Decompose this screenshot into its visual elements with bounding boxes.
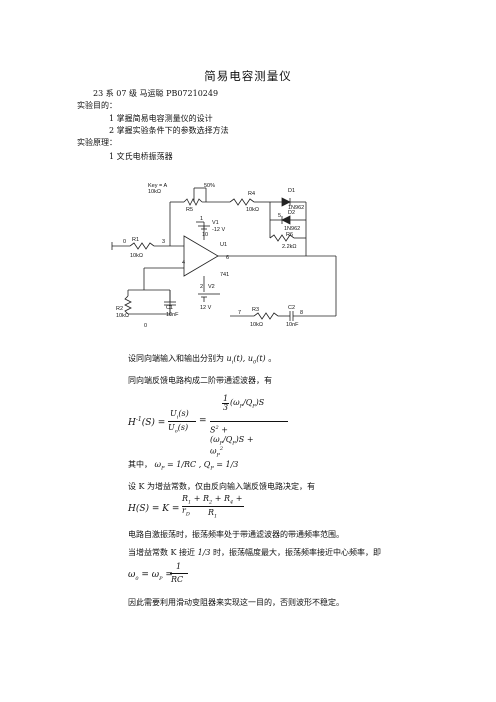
formula-h-k: H(S) = K = R1 + R2 + R4 + rD R1 (128, 494, 244, 520)
para-2: 同向端反馈电路构成二阶带通滤波器，有 (128, 376, 272, 385)
node-10: 10 (202, 232, 208, 238)
r2-value: 10kΩ (116, 313, 129, 319)
r1-label: R1 (132, 237, 139, 243)
c1-label: C1 (166, 305, 173, 311)
node-3: 3 (162, 239, 165, 245)
node-0-bottom: 0 (144, 323, 147, 329)
node-0: 0 (123, 239, 126, 245)
c2-label: C2 (288, 305, 295, 311)
r5-percent: 50% (204, 183, 215, 189)
para-7: 因此需要利用滑动变阻器来实现这一目的，否则波形不稳定。 (128, 598, 344, 607)
node-7: 7 (238, 310, 241, 316)
v2-label: V2 (208, 284, 215, 290)
math-omega-q: ωP = 1/RC , QP = 1/3 (154, 460, 239, 472)
node-2: 2 (200, 284, 203, 290)
d2-part: 1N962 (284, 226, 300, 232)
r1-value: 10kΩ (130, 253, 143, 259)
r6-value: 2.2kΩ (282, 244, 297, 250)
aim-heading: 实验目的： (77, 101, 117, 110)
r5-value: 10kΩ (148, 189, 161, 195)
para-5: 电路自激振荡时，振荡频率处于带通滤波器的带通频率范围。 (128, 530, 344, 539)
math-uiuo: ui(t), u0(t) (226, 354, 266, 366)
c2-value: 10nF (286, 322, 299, 328)
d2-label: D2 (288, 210, 295, 216)
node-5: 5 (278, 213, 281, 219)
para-6: 当增益常数 K 接近 1/3 时，振荡幅度最大，振荡频率接近中心频率，即 (128, 548, 382, 557)
para-4: 设 K 为增益常数，仅由反向输入端反馈电路决定，有 (128, 482, 316, 491)
d1-part: 1N962 (288, 205, 304, 211)
d1-label: D1 (288, 188, 295, 194)
node-6: 6 (226, 255, 229, 261)
node-4: 4 (182, 260, 185, 266)
r3-label: R3 (252, 307, 259, 313)
r3-value: 10kΩ (250, 322, 263, 328)
aim-item-2: 2 掌握实验条件下的参数选择方法 (109, 126, 229, 135)
v1-label: V1 (212, 220, 219, 226)
opamp-part: 741 (220, 272, 229, 278)
aim-item-1: 1 掌握简易电容测量仪的设计 (109, 114, 213, 123)
page-title: 简易电容测量仪 (204, 69, 292, 83)
para-3: 其中， ωP = 1/RC , QP = 1/3 (128, 460, 239, 472)
node-1: 1 (200, 216, 203, 222)
para-1: 设同向端输入和输出分别为 ui(t), u0(t) 。 (128, 354, 277, 366)
formula-omega0: ω0 = ωP = 1 RC (128, 562, 208, 586)
u1-label: U1 (220, 242, 227, 248)
r2-label: R2 (116, 306, 123, 312)
node-8: 8 (300, 310, 303, 316)
principle-item-1: 1 文氏电桥振荡器 (109, 152, 173, 161)
r6-label: R6 (286, 232, 293, 238)
c1-value: 10nF (166, 312, 179, 318)
principle-heading: 实验原理： (77, 138, 117, 147)
r4-value: 10kΩ (246, 207, 259, 213)
v1-value: -12 V (212, 227, 225, 233)
wien-bridge-circuit: Key = A 10kΩ 50% R5 R4 10kΩ D1 1N962 D2 … (111, 183, 337, 329)
v2-value: 12 V (200, 305, 212, 311)
r5-label: R5 (186, 207, 193, 213)
key-label: Key = A (148, 183, 167, 189)
r4-label: R4 (248, 191, 255, 197)
author-line: 23 系 07 级 马运聪 PB07210249 (93, 89, 219, 98)
